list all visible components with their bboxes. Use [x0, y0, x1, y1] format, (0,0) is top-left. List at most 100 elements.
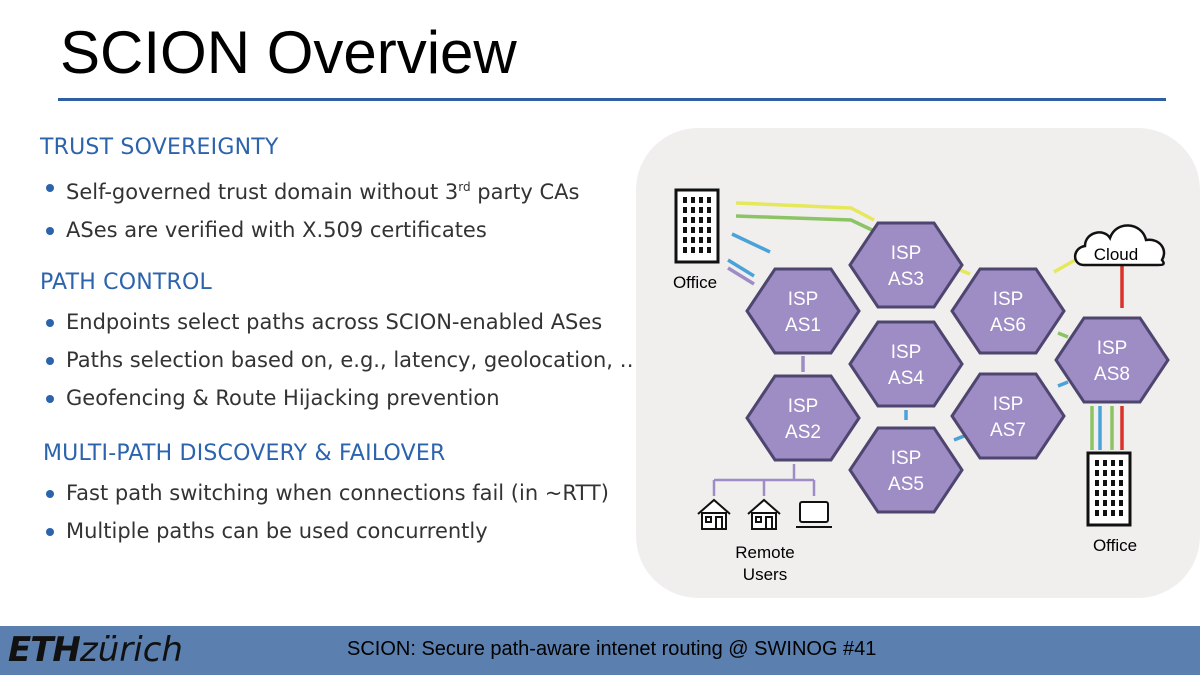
window [1119, 510, 1123, 516]
cloud-label: Cloud [1094, 245, 1138, 264]
hexagon-shape [848, 221, 964, 309]
window [691, 217, 695, 223]
window [699, 247, 703, 253]
window [683, 217, 687, 223]
window [699, 197, 703, 203]
section-heading: MULTI-PATH DISCOVERY & FAILOVER [43, 441, 446, 466]
bullet-dot-icon [46, 395, 54, 403]
node-label-as: AS6 [990, 315, 1026, 336]
section-multipath: MULTI-PATH DISCOVERY & FAILOVER Fast pat… [43, 441, 609, 550]
bullet-item: Multiple paths can be used concurrently [40, 512, 609, 550]
window [1119, 500, 1123, 506]
window [1103, 460, 1107, 466]
section-path-control: PATH CONTROL Endpoints select paths acro… [40, 270, 641, 417]
path-link [959, 268, 971, 276]
window [707, 247, 711, 253]
window [707, 197, 711, 203]
window [1103, 510, 1107, 516]
window [699, 227, 703, 233]
window [1103, 490, 1107, 496]
cloud-icon [1073, 224, 1166, 267]
hexagon-shape [745, 374, 861, 462]
remote-users-tree [712, 464, 816, 496]
window [691, 247, 695, 253]
footer-bar: ETHzürich SCION: Secure path-aware inten… [0, 626, 1200, 675]
network-diagram-svg: ISPAS1ISPAS2ISPAS3ISPAS4ISPAS5ISPAS6ISPA… [636, 128, 1200, 598]
remote-users-label-line2: Users [743, 565, 787, 584]
section-trust-sovereignty: TRUST SOVEREIGNTY Self-governed trust do… [40, 135, 579, 249]
hexagon-shape [950, 372, 1066, 460]
window [1111, 480, 1115, 486]
isp-node-as8: ISP AS8 [1054, 316, 1170, 404]
office-building-icon [1086, 451, 1132, 527]
window [1111, 500, 1115, 506]
window [1111, 490, 1115, 496]
laptop-icon [796, 501, 832, 528]
path-link [953, 434, 965, 442]
bullet-dot-icon [46, 184, 54, 192]
node-label-as: AS3 [888, 269, 924, 290]
bullet-dot-icon [46, 319, 54, 327]
house-icon [697, 498, 731, 530]
window [1095, 500, 1099, 506]
path-link [735, 201, 875, 222]
hexagon-shape [745, 267, 861, 355]
window [691, 207, 695, 213]
window [683, 227, 687, 233]
path-link [727, 266, 755, 286]
window [691, 227, 695, 233]
bullet-item: ASes are verified with X.509 certificate… [40, 211, 579, 249]
window [699, 207, 703, 213]
window [1103, 500, 1107, 506]
window [683, 247, 687, 253]
window [707, 237, 711, 243]
isp-node-as6: ISP AS6 [950, 267, 1066, 355]
window [683, 237, 687, 243]
window [691, 197, 695, 203]
window [1095, 510, 1099, 516]
bullet-dot-icon [46, 528, 54, 536]
window [707, 207, 711, 213]
window [1119, 470, 1123, 476]
node-label-isp: ISP [993, 394, 1024, 415]
node-label-isp: ISP [993, 289, 1024, 310]
window [1095, 480, 1099, 486]
node-label-as: AS4 [888, 368, 924, 389]
window [1103, 470, 1107, 476]
window [1103, 480, 1107, 486]
bullet-dot-icon [46, 490, 54, 498]
window [707, 217, 711, 223]
as-nodes: ISPAS1ISPAS2ISPAS3ISPAS4ISPAS5ISPAS6ISPA… [745, 221, 1170, 514]
window [1119, 480, 1123, 486]
isp-node-as3: ISP AS3 [848, 221, 964, 309]
node-label-isp: ISP [1097, 338, 1128, 359]
node-label-as: AS7 [990, 420, 1026, 441]
window [683, 197, 687, 203]
path-link [1057, 380, 1069, 388]
bullet-item: Self-governed trust domain without 3rd p… [40, 168, 579, 211]
section-heading: TRUST SOVEREIGNTY [40, 135, 279, 160]
path-link [1057, 331, 1069, 339]
remote-users-label-line1: Remote [735, 543, 795, 562]
footer-text: SCION: Secure path-aware intenet routing… [347, 638, 877, 660]
path-link [735, 214, 873, 232]
bullet-item: Paths selection based on, e.g., latency,… [40, 341, 641, 379]
path-link [731, 232, 771, 254]
bullet-item: Geofencing & Route Hijacking prevention [40, 379, 641, 417]
node-label-as: AS8 [1094, 364, 1130, 385]
office-right-label: Office [1093, 536, 1137, 555]
office-left-label: Office [673, 273, 717, 292]
node-label-isp: ISP [891, 342, 922, 363]
hexagon-shape [1054, 316, 1170, 404]
window [691, 237, 695, 243]
window [1119, 460, 1123, 466]
window [1111, 470, 1115, 476]
window [707, 227, 711, 233]
node-label-as: AS5 [888, 474, 924, 495]
node-label-isp: ISP [891, 243, 922, 264]
path-links [727, 201, 1124, 450]
